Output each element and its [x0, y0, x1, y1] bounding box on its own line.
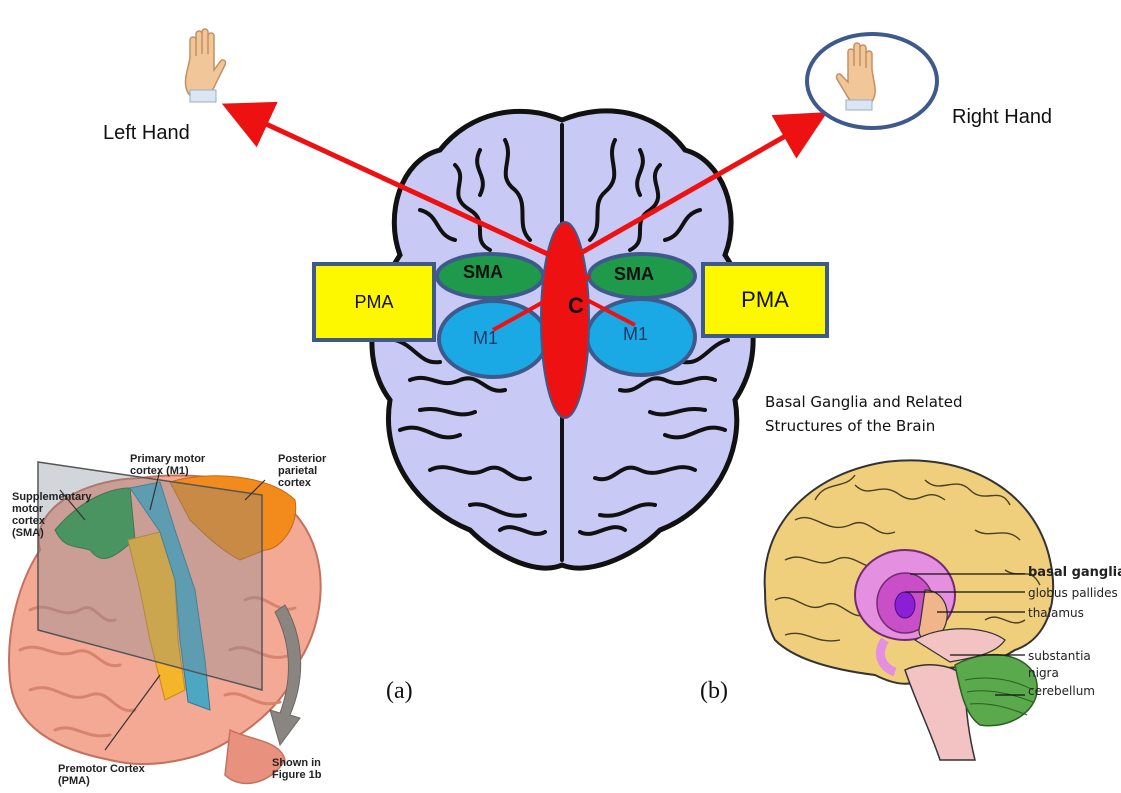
- left-hand-label: Left Hand: [103, 122, 190, 145]
- panel-b-tag: (b): [700, 678, 728, 705]
- basal-ganglia-title: Basal Ganglia and Related Structures of …: [765, 390, 963, 438]
- posterior-parietal-label: Posterior parietal cortex: [278, 453, 326, 489]
- left-hand-icon: [185, 29, 225, 102]
- pma-right-box: PMA: [701, 262, 829, 338]
- nigra-label: nigra: [1028, 666, 1059, 680]
- cerebellum-label: cerebellum: [1028, 684, 1095, 698]
- premotor-label: Premotor Cortex (PMA): [58, 763, 145, 787]
- thalamus-label: thalamus: [1028, 606, 1084, 620]
- m1-right-label: M1: [623, 324, 648, 345]
- pma-left-box: PMA: [312, 262, 436, 342]
- m1-left-label: M1: [473, 328, 498, 349]
- substantia-label: substantia: [1028, 649, 1091, 663]
- right-hand-label: Right Hand: [952, 106, 1052, 129]
- supplementary-label: Supplementary motor cortex (SMA): [12, 491, 91, 539]
- panel-a-tag: (a): [386, 678, 413, 705]
- basal-ganglia-title-line2: Structures of the Brain: [765, 414, 963, 438]
- basal-ganglia-label: basal ganglia: [1028, 566, 1121, 580]
- globus-pallides-label: globus pallides: [1028, 586, 1118, 600]
- primary-motor-label: Primary motor cortex (M1): [130, 453, 205, 477]
- pma-left-label: PMA: [354, 292, 393, 313]
- center-label: C: [568, 293, 584, 319]
- right-hand-icon: [837, 43, 876, 110]
- basal-ganglia-title-line1: Basal Ganglia and Related: [765, 390, 963, 414]
- shown-in-label: Shown in Figure 1b: [272, 757, 322, 781]
- pma-right-label: PMA: [741, 287, 789, 313]
- sma-left-label: SMA: [463, 262, 503, 283]
- sma-right-label: SMA: [614, 264, 654, 285]
